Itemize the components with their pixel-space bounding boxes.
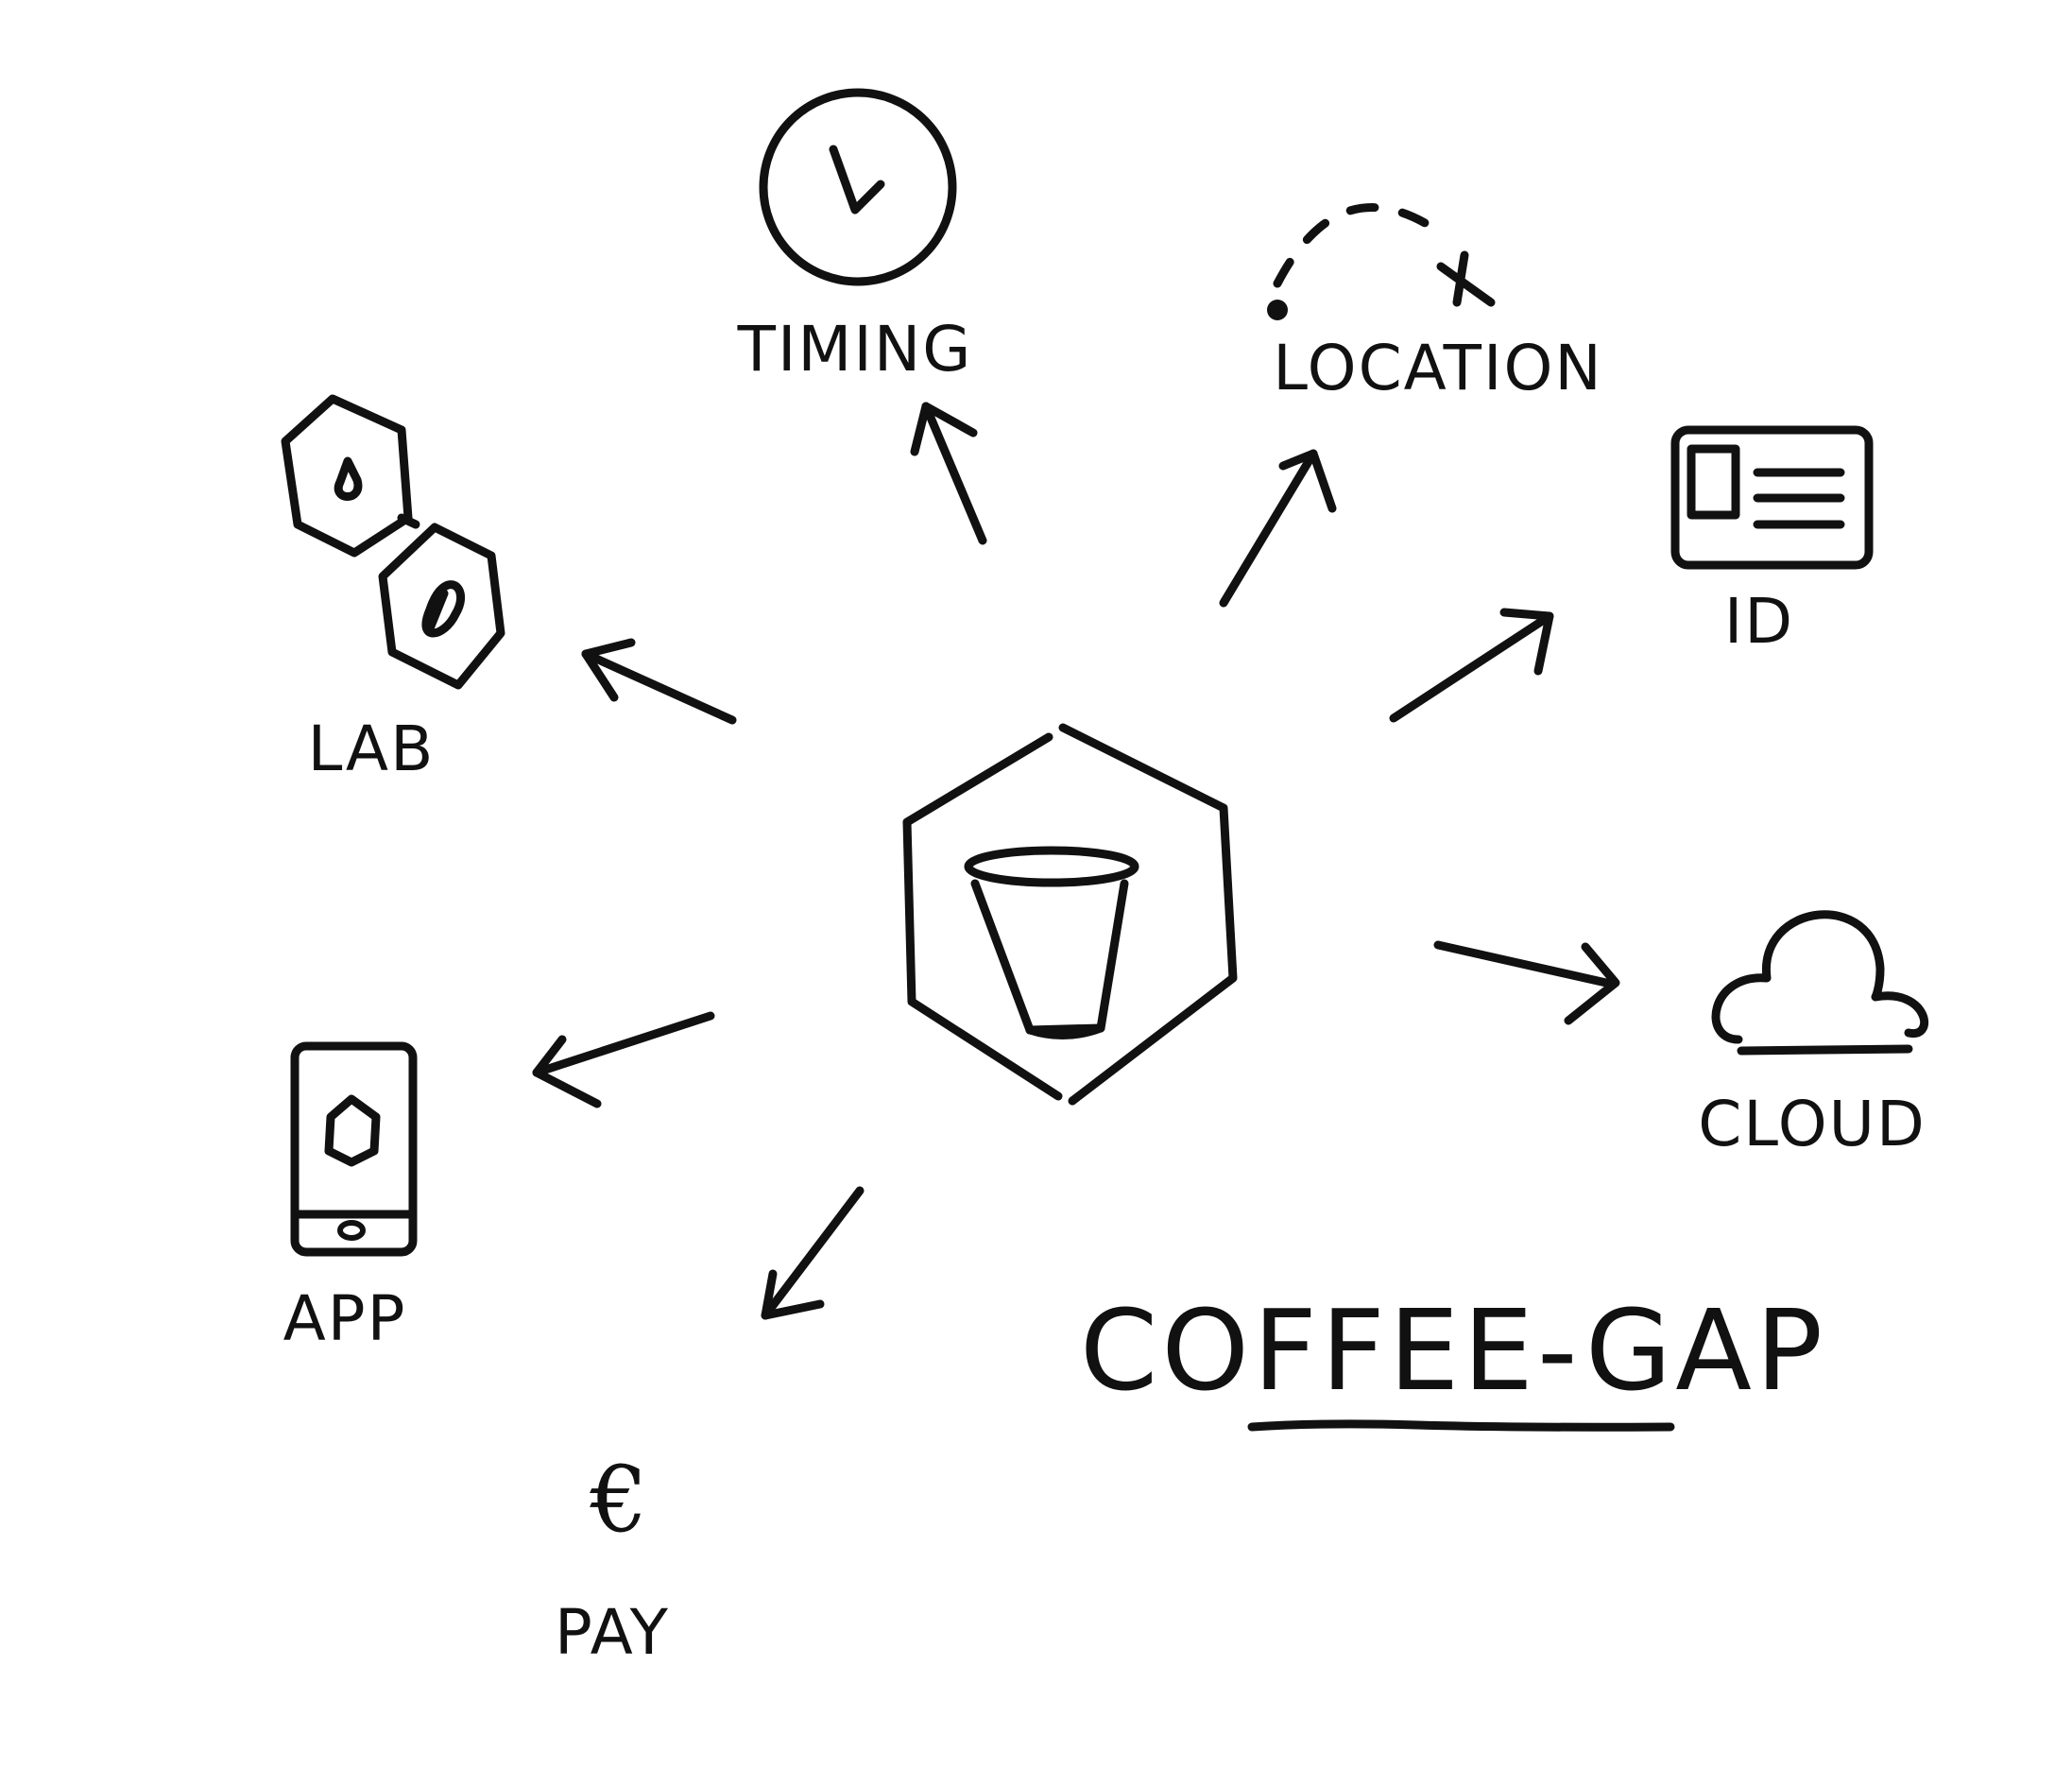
cloud-label: CLOUD (1698, 1088, 1926, 1160)
diagram-title: COFFEE-GAP (1080, 1285, 1826, 1416)
connector-arrows (532, 402, 1620, 1320)
arrow-to-timing (910, 402, 987, 545)
app-label: APP (283, 1282, 407, 1355)
arrow-to-pay (761, 1186, 865, 1320)
arrow-to-id (1389, 608, 1554, 723)
title-block: COFFEE-GAP (1080, 1285, 1826, 1432)
center-hexagon (902, 723, 1238, 1106)
title-underline (1247, 1419, 1675, 1432)
arrow-to-location (1219, 449, 1337, 608)
id-card-icon (1670, 425, 1874, 570)
node-app: APP (283, 1041, 418, 1355)
arrow-to-lab (581, 638, 737, 725)
lab-label: LAB (308, 713, 436, 785)
node-timing: TIMING (737, 88, 973, 386)
coffee-cup-icon (964, 846, 1139, 1040)
cloud-icon (1711, 910, 1928, 1056)
hexagon-molecules-icon (281, 394, 505, 690)
node-pay: € PAY (555, 1447, 670, 1669)
timing-label: TIMING (737, 313, 973, 386)
node-cloud: CLOUD (1698, 910, 1928, 1160)
node-lab: LAB (281, 394, 505, 785)
pay-label: PAY (555, 1596, 670, 1669)
location-label: LOCATION (1273, 332, 1603, 404)
node-location: LOCATION (1267, 203, 1603, 404)
smartphone-icon (290, 1041, 418, 1257)
arrow-to-cloud (1433, 940, 1620, 1025)
clock-icon (759, 88, 957, 286)
arrow-to-app (532, 1011, 715, 1108)
id-label: ID (1724, 585, 1794, 658)
center-node (902, 723, 1238, 1106)
euro-icon: € (589, 1447, 647, 1553)
node-id: ID (1670, 425, 1874, 658)
route-path-icon (1267, 203, 1496, 320)
